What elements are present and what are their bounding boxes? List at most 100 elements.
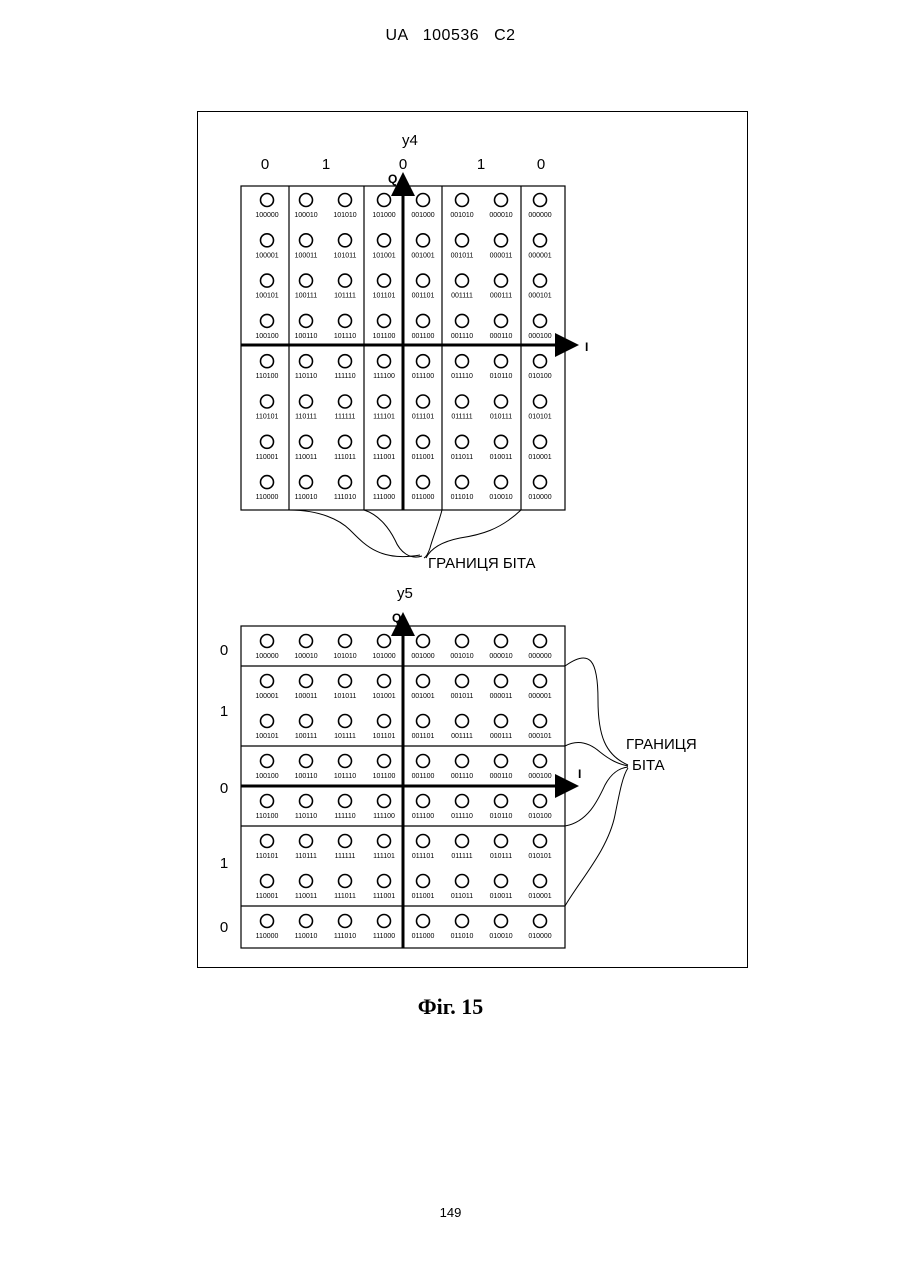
bottom-point-circle xyxy=(300,835,313,848)
bottom-leader-2 xyxy=(565,742,628,766)
top-point-code: 011101 xyxy=(412,414,434,421)
top-point-circle xyxy=(495,395,508,408)
bottom-point-code: 100110 xyxy=(295,773,318,780)
top-point-circle xyxy=(456,274,469,287)
top-point-code: 111111 xyxy=(335,414,356,421)
top-point-circle xyxy=(300,476,313,489)
bottom-point-circle xyxy=(417,675,430,688)
bottom-point-circle xyxy=(456,875,469,888)
bottom-point-code: 101010 xyxy=(333,653,356,660)
bottom-point-circle xyxy=(261,755,274,768)
bottom-point-code: 000101 xyxy=(528,733,551,740)
bottom-point-circle xyxy=(378,635,391,648)
bottom-point-circle xyxy=(339,635,352,648)
bottom-point-circle xyxy=(495,715,508,728)
top-diagram: y4 0 1 0 1 0 Q I 10000010001010101010100… xyxy=(241,132,588,572)
top-point-circle xyxy=(534,314,547,327)
bottom-point-code: 110001 xyxy=(256,893,279,900)
bottom-point-circle xyxy=(534,915,547,928)
bottom-point-code: 111010 xyxy=(334,933,356,940)
top-point-code: 111011 xyxy=(334,454,356,461)
top-point-code: 111100 xyxy=(373,373,395,380)
top-point-circle xyxy=(495,274,508,287)
bottom-point-code: 011010 xyxy=(451,933,474,940)
bottom-boundary-label-line2: БІТА xyxy=(632,757,665,774)
top-point-code: 110111 xyxy=(295,414,317,421)
top-point-circle xyxy=(339,274,352,287)
top-point-code: 110010 xyxy=(295,494,318,501)
top-point-code: 101001 xyxy=(372,252,395,259)
bottom-point-code: 011111 xyxy=(451,853,472,860)
top-point-circle xyxy=(261,194,274,207)
bottom-point-code: 010010 xyxy=(489,933,512,940)
bottom-point-code: 010001 xyxy=(528,893,551,900)
bottom-q-axis-label: Q xyxy=(392,611,401,625)
bottom-point-circle xyxy=(495,675,508,688)
bottom-point-code: 011011 xyxy=(451,893,473,900)
bottom-point-code: 000001 xyxy=(528,693,551,700)
bottom-diagram: y5 Q 0 1 0 1 0 I 10000010001010101010100… xyxy=(220,585,697,948)
bottom-point-circle xyxy=(300,875,313,888)
bottom-point-code: 110100 xyxy=(256,813,279,820)
bottom-point-circle xyxy=(261,795,274,808)
top-point-circle xyxy=(261,355,274,368)
top-point-code: 011011 xyxy=(451,454,473,461)
bottom-point-circle xyxy=(495,795,508,808)
top-q-axis-label: Q xyxy=(388,172,397,186)
top-point-circle xyxy=(495,435,508,448)
top-point-circle xyxy=(534,395,547,408)
bottom-row-bit-5: 0 xyxy=(220,919,228,936)
top-point-circle xyxy=(300,314,313,327)
bottom-point-code: 010110 xyxy=(490,813,513,820)
top-point-code: 100010 xyxy=(294,212,317,219)
bottom-point-circle xyxy=(339,715,352,728)
bottom-boundary-label-line1: ГРАНИЦЯ xyxy=(626,736,697,753)
bottom-point-circle xyxy=(495,915,508,928)
bottom-point-code: 101011 xyxy=(334,693,357,700)
top-point-circle xyxy=(300,194,313,207)
bottom-point-code: 001100 xyxy=(412,773,435,780)
bottom-point-circle xyxy=(339,835,352,848)
bottom-point-code: 101001 xyxy=(372,693,395,700)
top-point-code: 111110 xyxy=(334,373,355,380)
bottom-point-circle xyxy=(300,635,313,648)
bottom-point-code: 111011 xyxy=(334,893,356,900)
top-point-code: 101111 xyxy=(334,293,356,300)
top-point-circle xyxy=(261,314,274,327)
top-point-code: 001100 xyxy=(412,333,435,340)
bottom-point-circle xyxy=(339,755,352,768)
bottom-point-circle xyxy=(456,835,469,848)
bottom-point-code: 100001 xyxy=(255,693,278,700)
top-point-circle xyxy=(534,355,547,368)
top-column-bit-4: 1 xyxy=(477,156,485,173)
bottom-diagram-title: y5 xyxy=(397,585,413,602)
bottom-point-circle xyxy=(456,715,469,728)
bottom-point-code: 111100 xyxy=(373,813,395,820)
bottom-point-code: 100011 xyxy=(295,693,318,700)
bottom-point-circle xyxy=(300,795,313,808)
bottom-point-code: 010101 xyxy=(528,853,551,860)
bottom-point-code: 001011 xyxy=(451,693,474,700)
top-point-circle xyxy=(378,194,391,207)
bottom-point-code: 111110 xyxy=(334,813,355,820)
top-point-code: 010111 xyxy=(490,414,512,421)
top-point-circle xyxy=(456,194,469,207)
bottom-point-circle xyxy=(534,835,547,848)
bottom-point-code: 000110 xyxy=(490,773,513,780)
bottom-point-code: 011000 xyxy=(412,933,435,940)
top-point-code: 010001 xyxy=(528,454,551,461)
top-point-code: 000001 xyxy=(528,252,551,259)
top-boundary-leaders xyxy=(289,510,521,558)
bottom-point-code: 011101 xyxy=(412,853,434,860)
top-point-circle xyxy=(495,234,508,247)
top-point-circle xyxy=(417,395,430,408)
bottom-point-code: 000000 xyxy=(528,653,551,660)
top-leader-3 xyxy=(424,510,442,558)
top-point-circle xyxy=(456,314,469,327)
bottom-i-axis-label: I xyxy=(578,767,581,781)
bottom-point-code: 010111 xyxy=(490,853,512,860)
bottom-point-circle xyxy=(378,875,391,888)
top-point-code: 110001 xyxy=(256,454,279,461)
bottom-point-circle xyxy=(378,835,391,848)
